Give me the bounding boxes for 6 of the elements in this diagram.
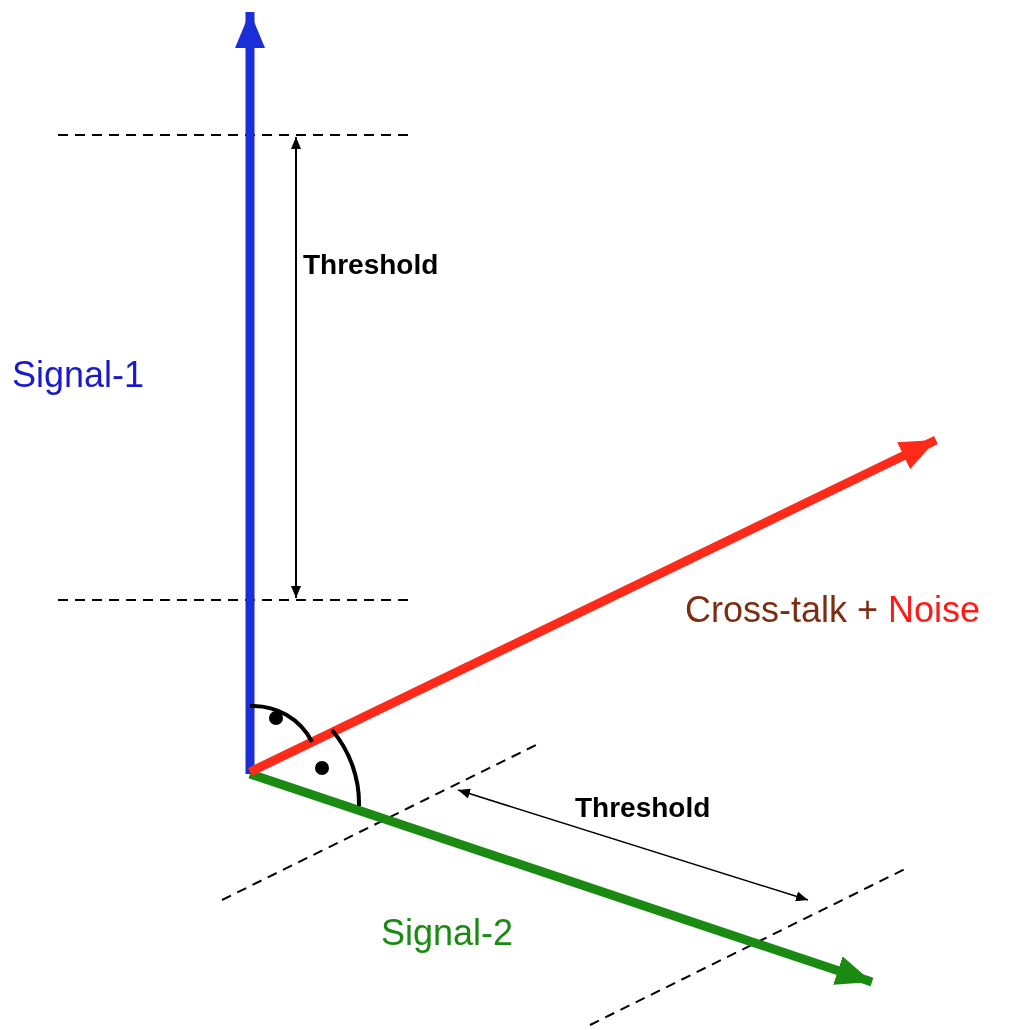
axis-label: Signal-2 (381, 913, 514, 953)
axis-label: Noise (888, 590, 981, 630)
axis-label: Cross-talk + (685, 590, 879, 630)
dimension-label: Threshold (575, 793, 711, 824)
dimension-label: Threshold (303, 250, 439, 281)
axis-label: Signal-1 (12, 355, 145, 395)
